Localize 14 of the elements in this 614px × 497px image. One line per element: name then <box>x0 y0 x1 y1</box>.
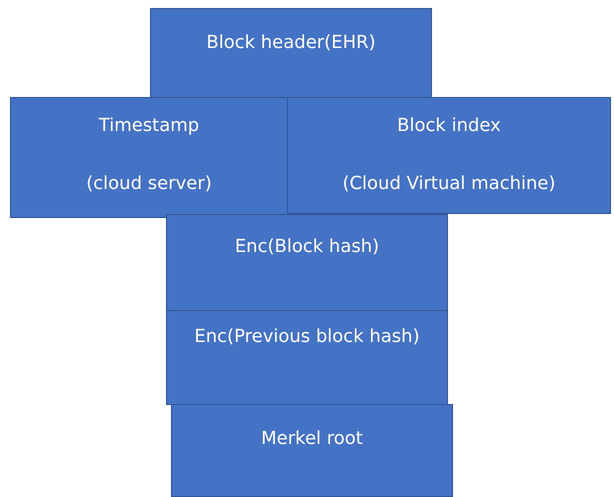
field-label: Enc(Previous block hash) <box>193 325 421 349</box>
block-field-box <box>287 97 611 214</box>
block-field-box <box>166 214 448 311</box>
field-label: Block index <box>396 114 502 138</box>
block-field-box <box>166 310 448 405</box>
field-label: Merkel root <box>260 427 364 451</box>
block-field-box <box>150 8 432 98</box>
field-note: (Cloud Virtual machine) <box>341 172 557 196</box>
field-label: Timestamp <box>98 114 200 138</box>
block-field-box <box>171 404 453 497</box>
field-label: Enc(Block hash) <box>234 235 380 259</box>
block-field-box <box>10 97 288 218</box>
field-note: (cloud server) <box>85 172 213 196</box>
field-label: Block header(EHR) <box>205 31 377 55</box>
